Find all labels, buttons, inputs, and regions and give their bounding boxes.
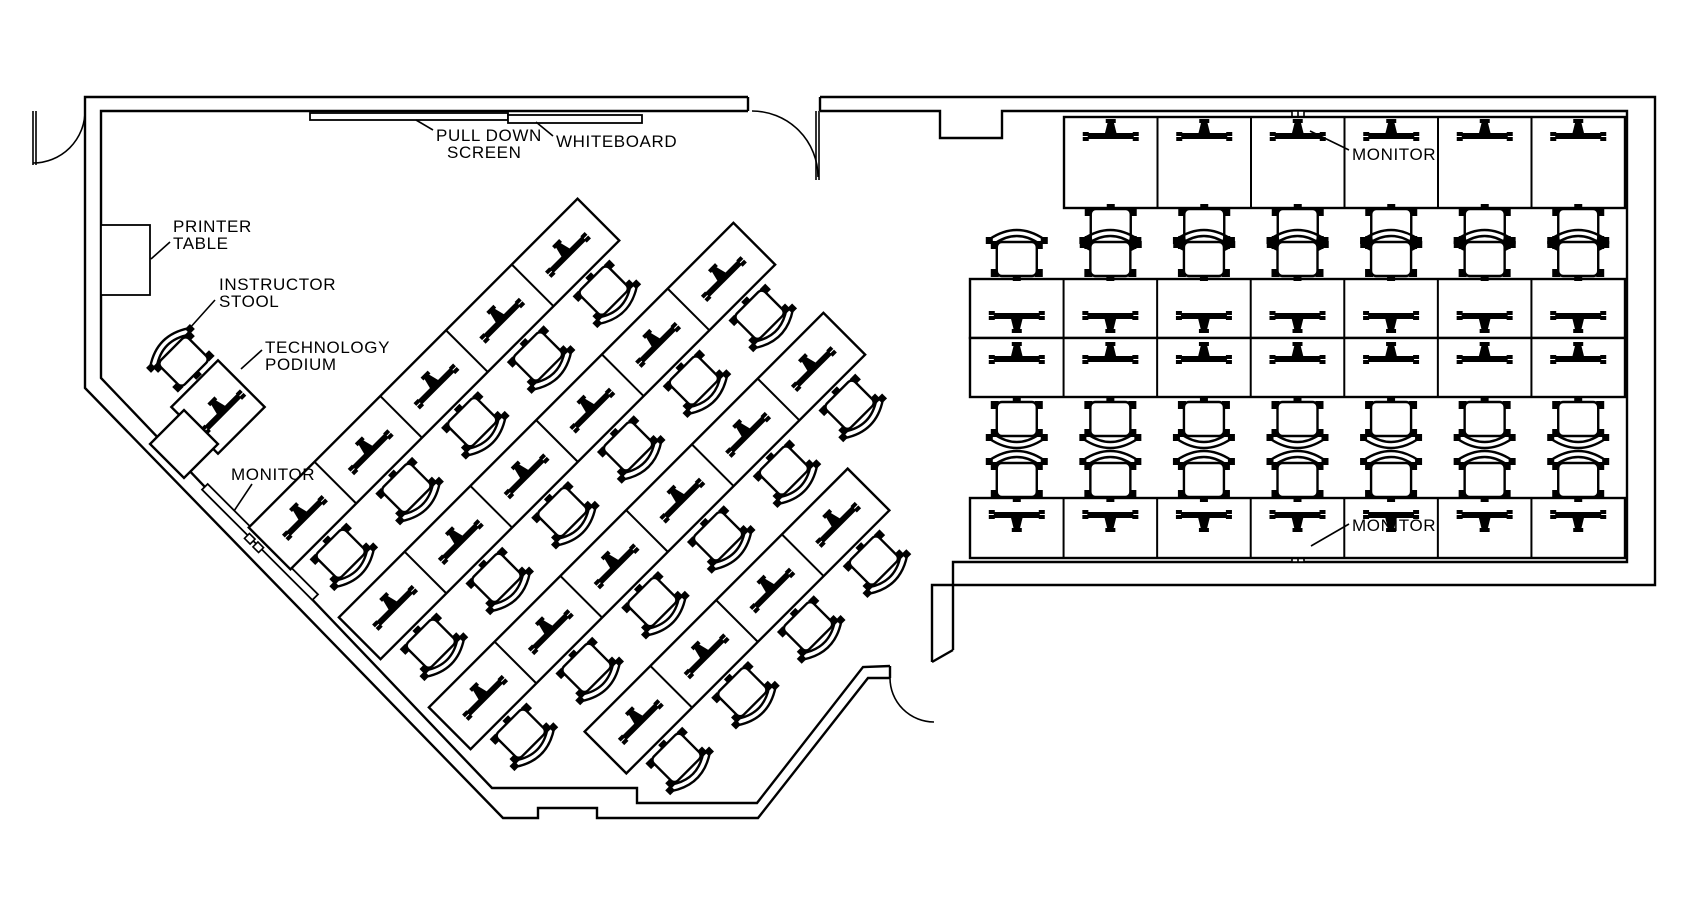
desk-row: [337, 221, 804, 688]
wall-outer-right: [820, 95, 1657, 662]
desk-divider: [403, 550, 448, 595]
leader-pull-down-screen: [415, 119, 434, 131]
desk-row: [247, 197, 648, 598]
desk-row: [582, 466, 918, 802]
label-printer-table: PRINTER: [173, 217, 252, 236]
desk-divider: [493, 640, 538, 685]
door-leaf-top-left: [32, 111, 37, 165]
leader-monitor-bottom-right: [1310, 523, 1350, 547]
leaders: [150, 119, 1350, 547]
desk-divider: [469, 485, 513, 529]
desk-divider: [445, 329, 489, 373]
desk-row: [1062, 115, 1627, 210]
furniture: [247, 115, 1627, 802]
leader-whiteboard: [535, 121, 554, 137]
desk-divider: [625, 509, 669, 553]
doors: [32, 110, 935, 723]
label-monitor-top-right: MONITOR: [1352, 145, 1436, 164]
door-swing-top-middle: [751, 110, 819, 178]
leader-instructor-stool: [188, 299, 216, 330]
leader-printer-table: [150, 241, 171, 260]
desk-divider: [559, 575, 603, 619]
desk-divider: [691, 443, 735, 487]
chair: [1452, 395, 1517, 450]
wall-jambs: [746, 97, 954, 678]
wall-inner-right: [820, 109, 1629, 650]
chair: [1358, 449, 1424, 504]
desk-divider: [715, 599, 759, 643]
whiteboard: [507, 114, 643, 124]
labels: PULL DOWN SCREEN WHITEBOARD PRINTER TABL…: [173, 126, 1436, 535]
chair: [1265, 395, 1330, 450]
chair: [1171, 449, 1237, 504]
label-instructor-stool: INSTRUCTOR: [219, 275, 336, 294]
leader-technology-podium: [240, 349, 263, 370]
podium-side-table: [148, 408, 220, 480]
desk-divider: [666, 287, 711, 332]
wall-outer-left: [83, 95, 890, 820]
chair: [984, 395, 1049, 450]
chair: [1171, 395, 1237, 450]
label-printer-table-2: TABLE: [173, 234, 229, 253]
label-monitor-left: MONITOR: [231, 465, 315, 484]
door-leaf-top-middle: [815, 111, 820, 180]
pull-down-screen: [309, 112, 509, 121]
desk-divider: [511, 263, 555, 307]
chair: [1265, 449, 1330, 504]
label-whiteboard: WHITEBOARD: [556, 132, 677, 151]
leader-monitor-left: [233, 483, 253, 512]
desk-row: [427, 311, 894, 778]
label-instructor-stool-2: STOOL: [219, 292, 279, 311]
wall-monitor-left: [200, 482, 320, 602]
chair: [1452, 449, 1517, 504]
desk-divider: [781, 533, 825, 577]
leader-monitor-top-right: [1309, 130, 1350, 151]
chair: [984, 449, 1049, 504]
desk-divider: [535, 419, 579, 463]
door-swing-top-left: [32, 110, 86, 164]
chair: [1078, 449, 1143, 504]
label-technology-podium: TECHNOLOGY: [265, 338, 390, 357]
chair: [1546, 449, 1611, 504]
desk-divider: [756, 377, 801, 422]
chair: [1358, 395, 1424, 450]
label-pull-down-screen-2: SCREEN: [447, 143, 521, 162]
chair: [1078, 395, 1143, 450]
label-pull-down-screen: PULL DOWN: [436, 126, 542, 145]
desk-divider: [379, 395, 423, 439]
monitor-mount-icon: [243, 532, 265, 554]
desk-divider: [601, 353, 645, 397]
label-technology-podium-2: PODIUM: [265, 355, 337, 374]
chair: [1546, 395, 1611, 450]
wall-inner-left: [99, 109, 891, 805]
label-monitor-bottom-right: MONITOR: [1352, 516, 1436, 535]
door-swing-vestibule: [889, 677, 935, 723]
walls: [83, 95, 1657, 820]
desk-divider: [649, 665, 693, 709]
printer-table: [100, 224, 151, 296]
desk-divider: [313, 461, 357, 505]
chair: [984, 228, 1049, 283]
